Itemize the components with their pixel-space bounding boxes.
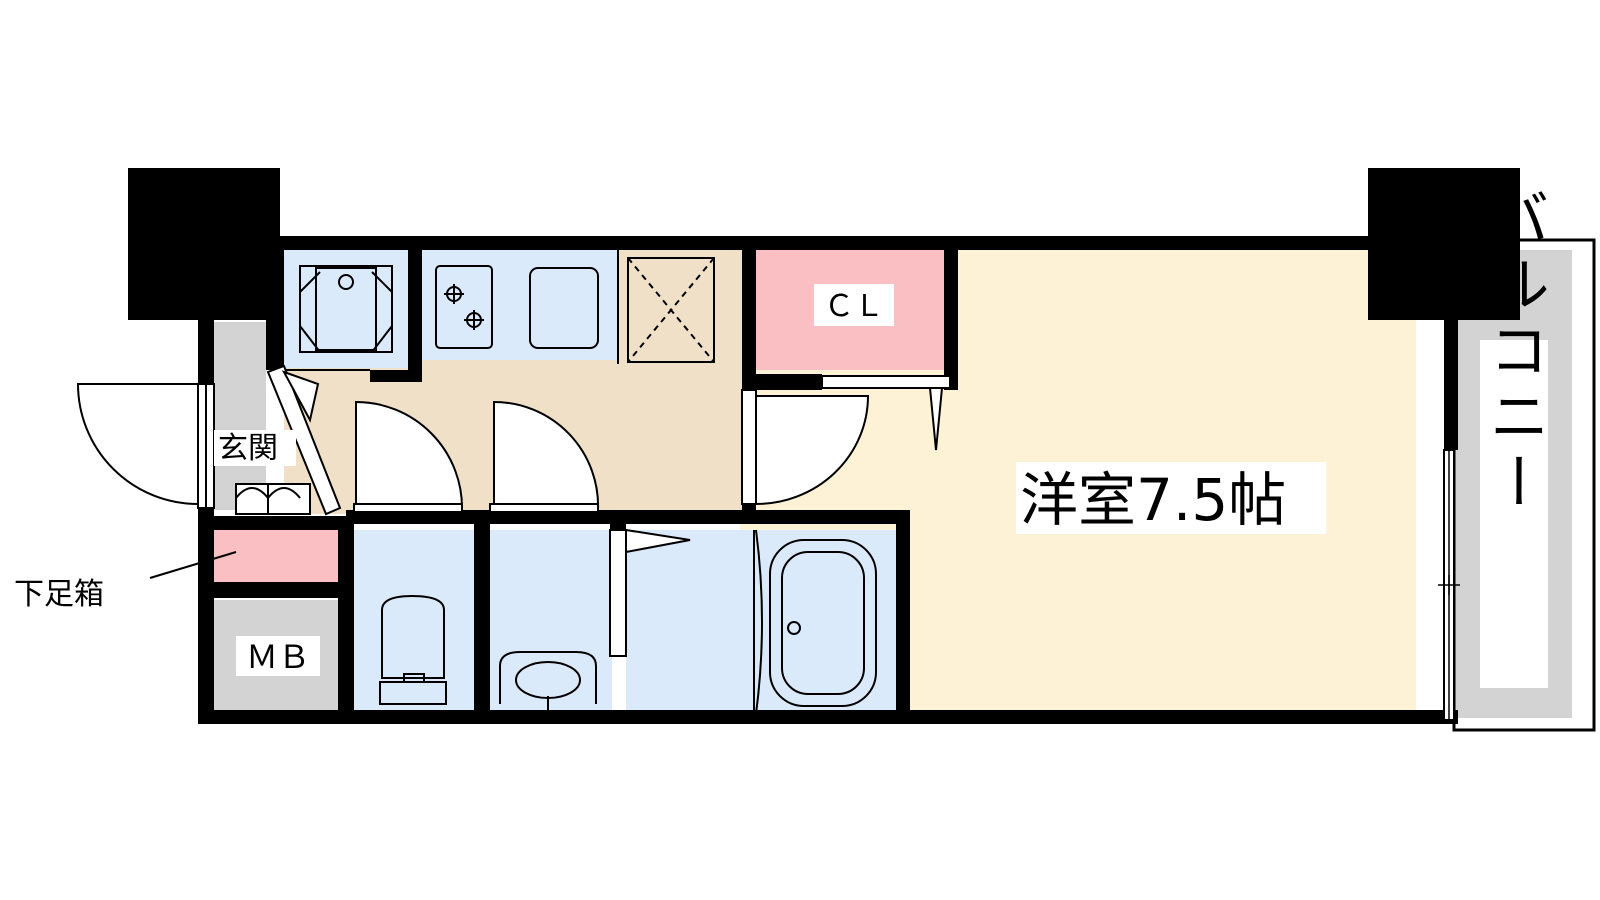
room-label-bg <box>1016 462 1326 534</box>
washroom <box>490 530 612 714</box>
bathtub-icon <box>755 529 877 715</box>
entrance-label-bg <box>214 430 296 466</box>
closet-door-swing <box>928 387 944 451</box>
balcony: バルコニー <box>1438 187 1596 732</box>
washroom-door[interactable] <box>489 400 600 513</box>
room-door[interactable] <box>741 389 870 506</box>
closet: ＣＬ <box>814 284 951 451</box>
refrigerator-space-icon <box>627 257 715 363</box>
toilet-door[interactable] <box>353 400 464 513</box>
meter-box-label: ＭＢ <box>246 638 310 676</box>
shoe-box-icon <box>235 483 311 515</box>
washbasin-icon <box>499 651 597 710</box>
washer-area <box>284 250 408 368</box>
entrance-label: 玄関 <box>218 431 278 466</box>
entrance-door[interactable] <box>76 383 215 509</box>
column-right <box>1368 168 1520 320</box>
hall-door[interactable] <box>266 364 342 516</box>
room-label: 洋室7.5帖 <box>1016 462 1326 534</box>
doors <box>76 364 870 657</box>
walls <box>128 168 1520 724</box>
meter-box-label-bg <box>236 636 320 676</box>
partitions <box>284 250 755 714</box>
toilet-icon <box>379 594 447 705</box>
closet-label: ＣＬ <box>824 289 884 324</box>
column-left <box>128 168 280 320</box>
sink-icon <box>529 267 599 349</box>
washing-machine-icon <box>299 265 393 353</box>
shoe-box-label: 下足箱 <box>14 577 104 612</box>
stove-icon <box>435 265 493 349</box>
shoe-box-leader <box>149 551 237 579</box>
toilet-room <box>354 530 476 714</box>
room-name: 洋室7.5帖 <box>1020 466 1286 534</box>
closet-door[interactable] <box>821 375 951 389</box>
bath-door[interactable] <box>609 528 691 657</box>
balcony-label-bg <box>1480 340 1548 688</box>
entrance-floor <box>214 322 266 510</box>
shoe-box-area <box>214 530 338 582</box>
closet-label-bg <box>814 284 894 326</box>
balcony-label: バルコニー <box>1479 187 1549 517</box>
